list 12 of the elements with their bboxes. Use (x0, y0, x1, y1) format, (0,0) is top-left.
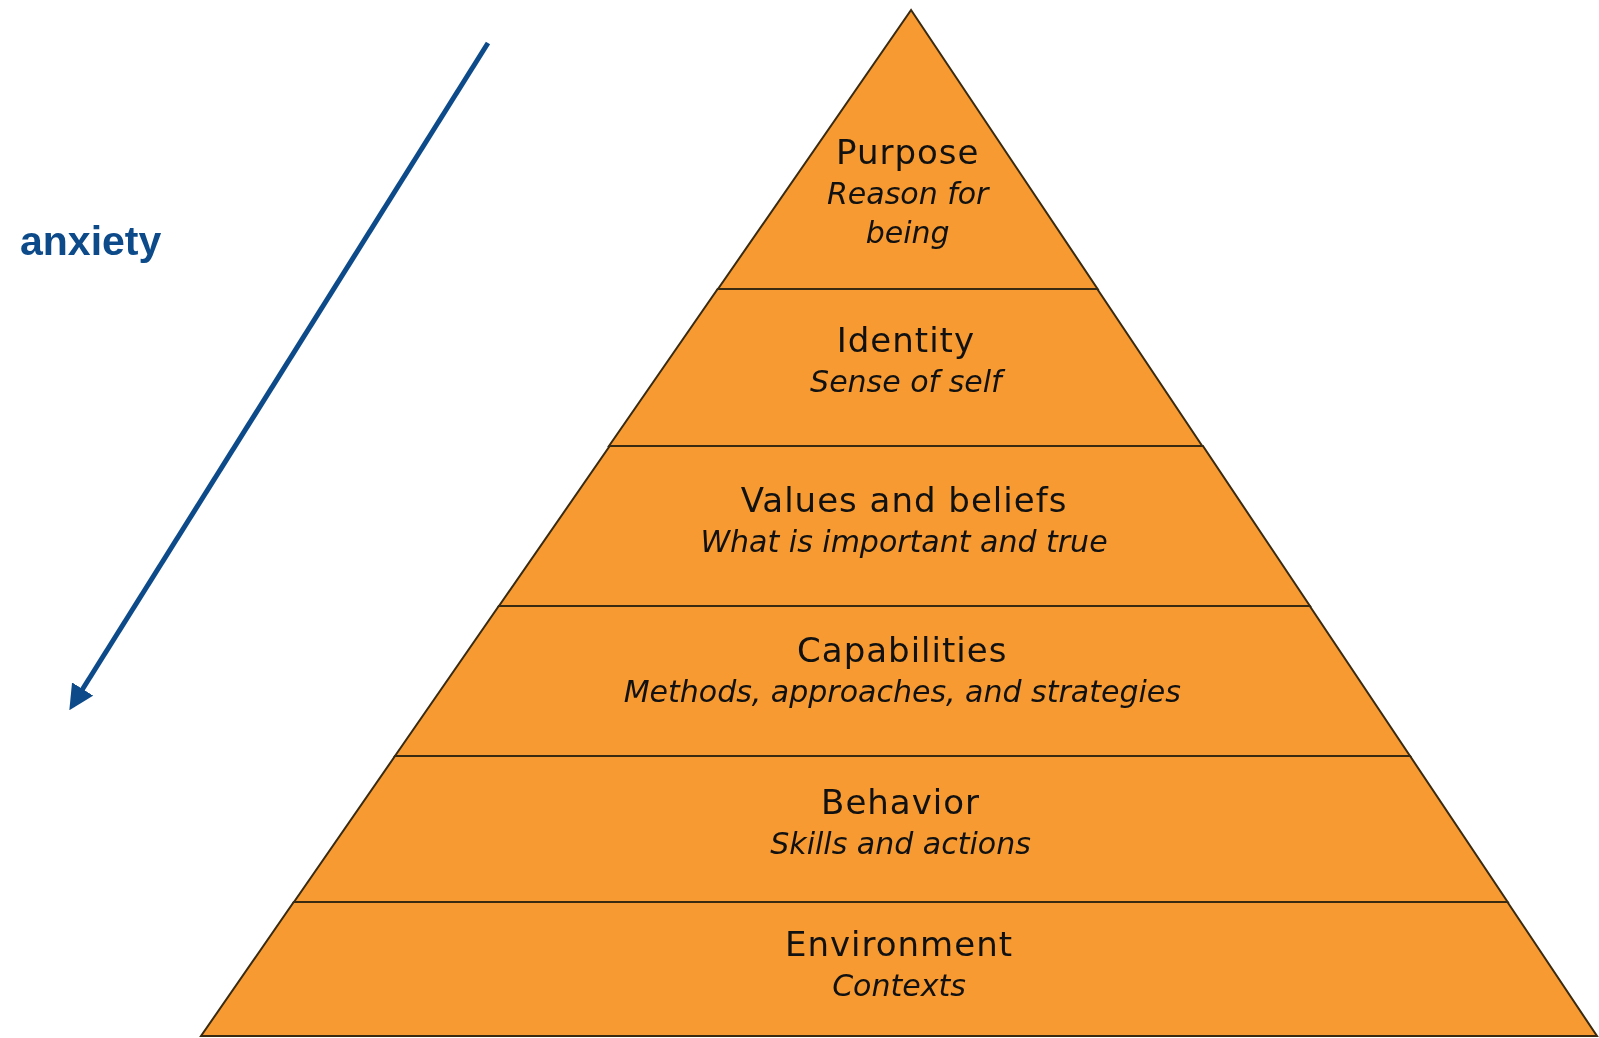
axis-label: anxiety (20, 218, 162, 265)
tier-title: Purpose (836, 131, 980, 174)
tier-description: Reason for being (825, 175, 991, 253)
tier-title: Capabilities (797, 629, 1008, 672)
tier-title: Behavior (821, 781, 981, 824)
tier-description: Methods, approaches, and strategies (623, 673, 1181, 712)
tier-title: Environment (784, 923, 1014, 966)
tier-title: Identity (836, 319, 976, 362)
tier-title: Values and beliefs (740, 479, 1068, 522)
tier-description: Contexts (832, 967, 966, 1006)
tier-description: What is important and true (700, 523, 1108, 562)
tier-description: Skills and actions (770, 825, 1031, 864)
